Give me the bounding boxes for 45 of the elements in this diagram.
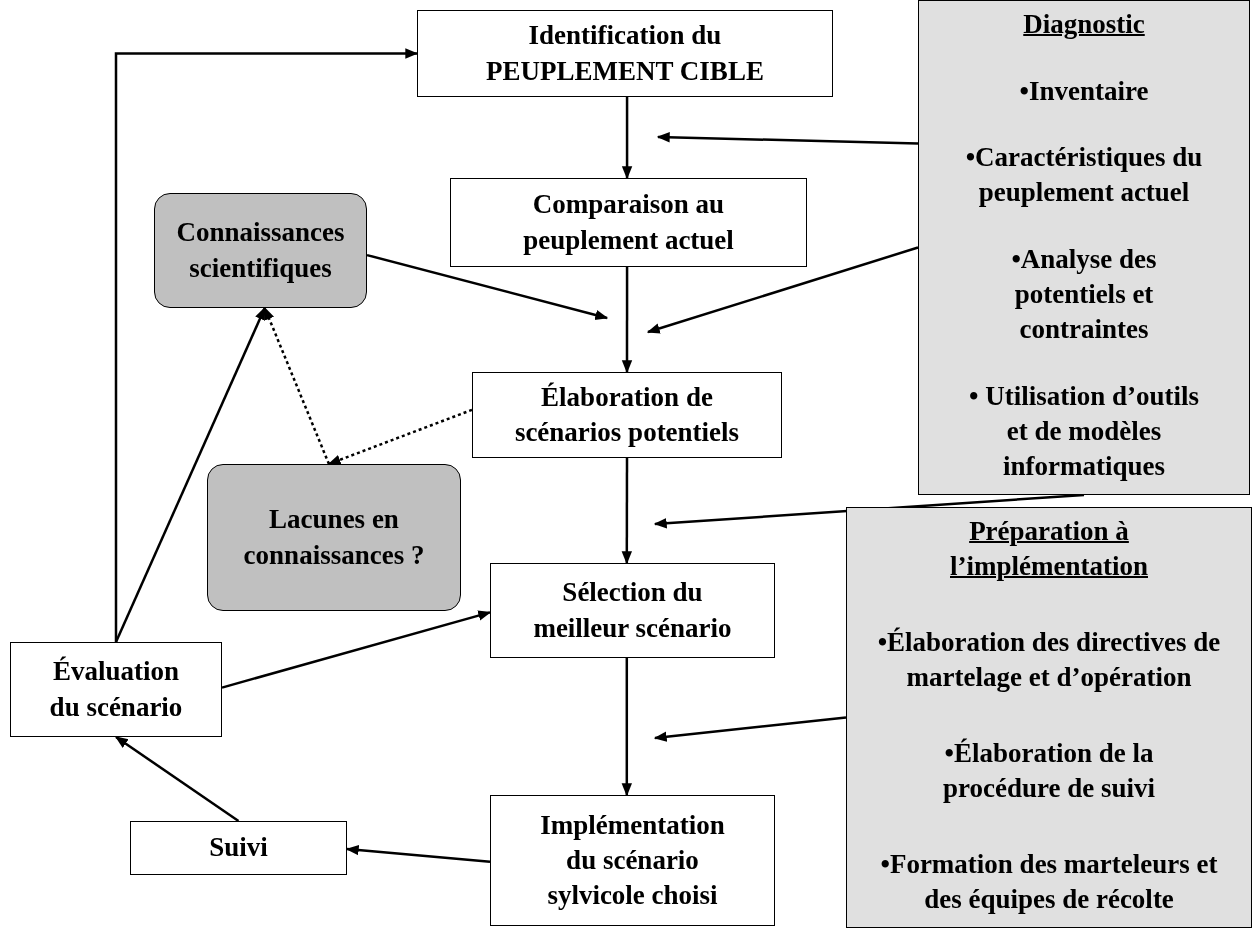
arrow — [621, 97, 633, 180]
process-box — [472, 372, 782, 458]
info-panel — [918, 0, 1250, 495]
knowledge-box — [207, 464, 461, 611]
arrow — [621, 458, 632, 565]
arrow — [366, 253, 609, 321]
process-box — [417, 10, 833, 97]
arrow — [345, 844, 491, 864]
info-panel — [846, 507, 1252, 928]
dotted-arrow — [263, 306, 331, 465]
bullet-item: •Formation des marteleurs et des équipes de récolte — [879, 847, 1219, 916]
panel-heading: Diagnostic — [1023, 8, 1145, 41]
box-label: Lacunes en connaissances ? — [242, 503, 426, 572]
arrow — [656, 132, 919, 145]
process-box — [490, 563, 775, 658]
box-label: Identification du PEUPLEMENT CIBLE — [485, 19, 765, 88]
box-label: Implémentation du scénario sylvicole choisi — [539, 808, 726, 913]
box-label: Élaboration de scénarios potentiels — [513, 380, 741, 449]
box-label: Connaissances scientifiques — [175, 216, 346, 285]
bullet-item: •Analyse des potentiels et contraintes — [1010, 242, 1158, 347]
box-label: Comparaison au peuplement actuel — [522, 188, 735, 257]
dotted-arrow — [327, 408, 473, 466]
box-label: Suivi — [209, 831, 268, 865]
bullet-item: •Élaboration des directives de martelage et d’opération — [876, 625, 1222, 695]
box-label: Sélection du meilleur scénario — [532, 576, 733, 645]
arrow — [653, 716, 847, 742]
arrow — [646, 246, 919, 334]
panel-heading: Préparation à l’implémentation — [949, 515, 1149, 584]
arrow — [114, 306, 266, 643]
process-box — [490, 795, 775, 926]
arrow — [653, 493, 1085, 529]
bullet-item: • Utilisation d’outils et de modèles informatiques — [968, 379, 1200, 483]
bullet-item: •Caractéristiques du peuplement actuel — [964, 141, 1204, 210]
process-box — [10, 642, 222, 737]
process-box — [130, 821, 347, 875]
box-label: Évaluation du scénario — [48, 655, 184, 724]
knowledge-box — [154, 193, 367, 308]
process-box — [450, 178, 807, 267]
bullet-item: •Élaboration de la procédure de suivi — [942, 736, 1156, 805]
arrow — [114, 48, 419, 642]
bullet-item: •Inventaire — [1019, 74, 1149, 108]
arrow — [621, 267, 633, 374]
arrow — [621, 658, 632, 797]
arrow — [114, 735, 240, 823]
arrow — [221, 610, 492, 689]
